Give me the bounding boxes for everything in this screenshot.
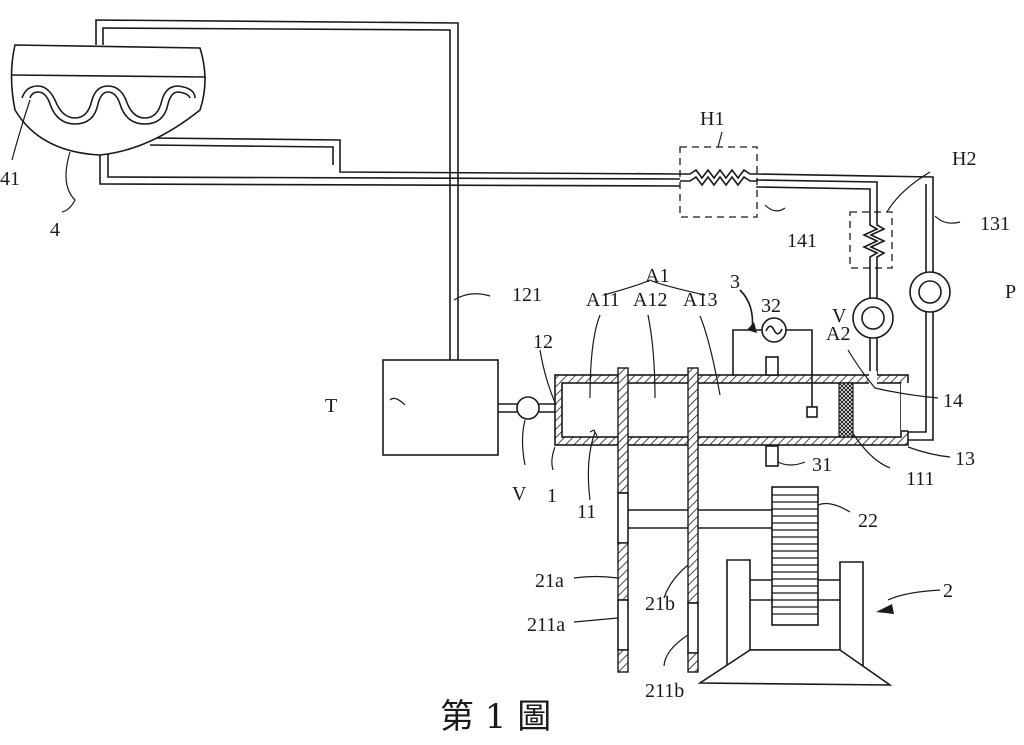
label-211b: 211b [645,680,684,702]
heat-exchanger-h2 [849,171,931,302]
label-14: 14 [943,390,963,412]
label-1: 1 [547,485,557,507]
label-4: 4 [50,219,60,241]
label-22: 22 [858,510,878,532]
label-p: P [1005,281,1016,303]
label-211a: 211a [527,614,565,636]
label-131: 131 [980,213,1010,235]
motor-2 [697,559,941,686]
label-a13: A13 [683,289,717,311]
cylinder-1 [554,371,909,446]
label-a1: A1 [645,265,669,287]
pipe-121 [95,19,459,360]
leader-4 [61,151,76,213]
plate-21a [617,367,629,673]
label-12: 12 [533,331,553,353]
leaders [389,204,961,667]
label-a2: A2 [826,323,850,345]
power-source-32 [732,289,818,467]
label-141: 141 [787,230,817,252]
label-v-left: V [512,483,527,505]
pipe-141 [99,137,934,277]
heat-exchanger-h1 [679,131,758,218]
label-32: 32 [761,295,781,317]
label-t: T [325,395,337,417]
pump-p [905,271,951,441]
label-3: 3 [730,271,740,293]
plate-21b [687,367,699,673]
label-h2: H2 [952,148,976,170]
label-21a: 21a [535,570,564,592]
bowl-4 [10,44,207,156]
label-41: 41 [0,168,20,190]
label-a12: A12 [633,289,667,311]
label-31: 31 [812,454,832,476]
label-111: 111 [906,468,935,490]
piston-111 [838,382,854,438]
leader-41 [11,99,31,161]
figure-caption: 第 1 圖 [440,697,551,737]
label-121: 121 [512,284,542,306]
label-2: 2 [943,580,953,602]
valve-v-left [498,396,555,420]
label-a11: A11 [586,289,620,311]
label-21b: 21b [645,593,675,615]
valve-v-top [852,297,894,380]
tank-t [382,359,499,456]
label-11: 11 [577,501,596,523]
label-13: 13 [955,448,975,470]
gear-22 [628,486,819,626]
label-h1: H1 [700,108,724,130]
label-v-top: V [832,305,847,327]
